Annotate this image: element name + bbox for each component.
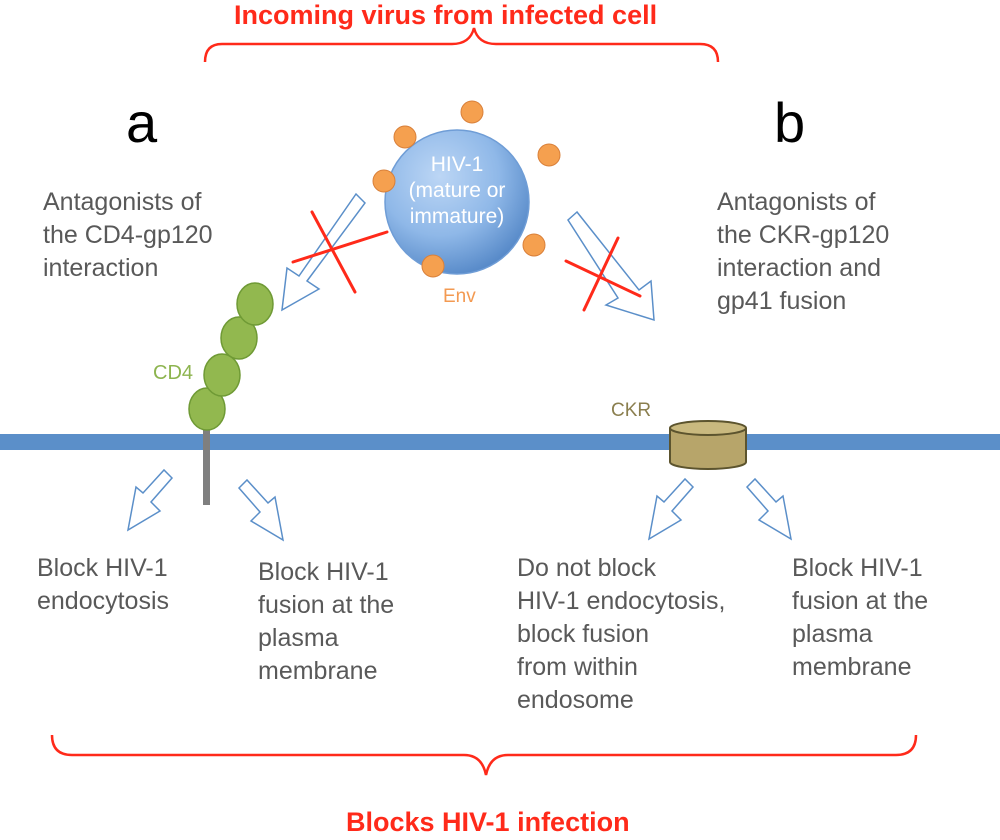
bottom-label: Blocks HIV-1 infection bbox=[346, 807, 630, 837]
cd4-receptor bbox=[188, 282, 274, 431]
ckr-label: CKR bbox=[611, 400, 652, 421]
arrow-cd4-fusion bbox=[237, 478, 285, 542]
arrow-ckr-endosome-fusion bbox=[647, 477, 695, 541]
env-spike bbox=[460, 100, 484, 124]
panel-b-description: Antagonists of the CKR-gp120 interaction… bbox=[717, 188, 890, 315]
env-spike bbox=[372, 169, 396, 193]
outcome-ckr-fusion: Block HIV-1 fusion at the plasma membran… bbox=[792, 554, 929, 681]
outcome-cd4-fusion: Block HIV-1 fusion at the plasma membran… bbox=[258, 558, 395, 685]
cd4-stalk bbox=[203, 425, 210, 505]
cd4-label: CD4 bbox=[153, 362, 194, 384]
panel-a-letter: a bbox=[126, 91, 158, 154]
block-x-right bbox=[564, 236, 642, 312]
bottom-brace bbox=[50, 734, 918, 776]
panel-a-description: Antagonists of the CD4-gp120 interaction bbox=[43, 188, 213, 282]
env-spike bbox=[537, 143, 561, 167]
virus-label: HIV-1 (mature or immature) bbox=[408, 153, 506, 228]
arrow-ckr-fusion bbox=[745, 477, 793, 541]
block-x-left bbox=[291, 210, 389, 294]
panel-b-letter: b bbox=[774, 91, 806, 154]
env-label: Env bbox=[443, 286, 476, 307]
cd4-domain-2 bbox=[203, 353, 241, 397]
env-spikes bbox=[372, 100, 561, 278]
outcome-ckr-endosome-fusion: Do not block HIV-1 endocytosis, block fu… bbox=[517, 554, 726, 714]
top-brace bbox=[203, 27, 720, 63]
cd4-domain-4 bbox=[236, 282, 274, 326]
arrow-cd4-endocytosis bbox=[126, 468, 174, 532]
ckr-receptor bbox=[669, 420, 747, 470]
env-spike bbox=[421, 254, 445, 278]
plasma-membrane bbox=[0, 434, 1000, 450]
hiv-virus-particle bbox=[384, 129, 530, 275]
env-spike bbox=[393, 125, 417, 149]
arrow-to-ckr bbox=[567, 210, 655, 322]
outcome-cd4-endocytosis: Block HIV-1 endocytosis bbox=[37, 554, 170, 615]
cd4-domain-3 bbox=[220, 316, 258, 360]
top-label: Incoming virus from infected cell bbox=[234, 0, 658, 30]
env-spike bbox=[522, 233, 546, 257]
